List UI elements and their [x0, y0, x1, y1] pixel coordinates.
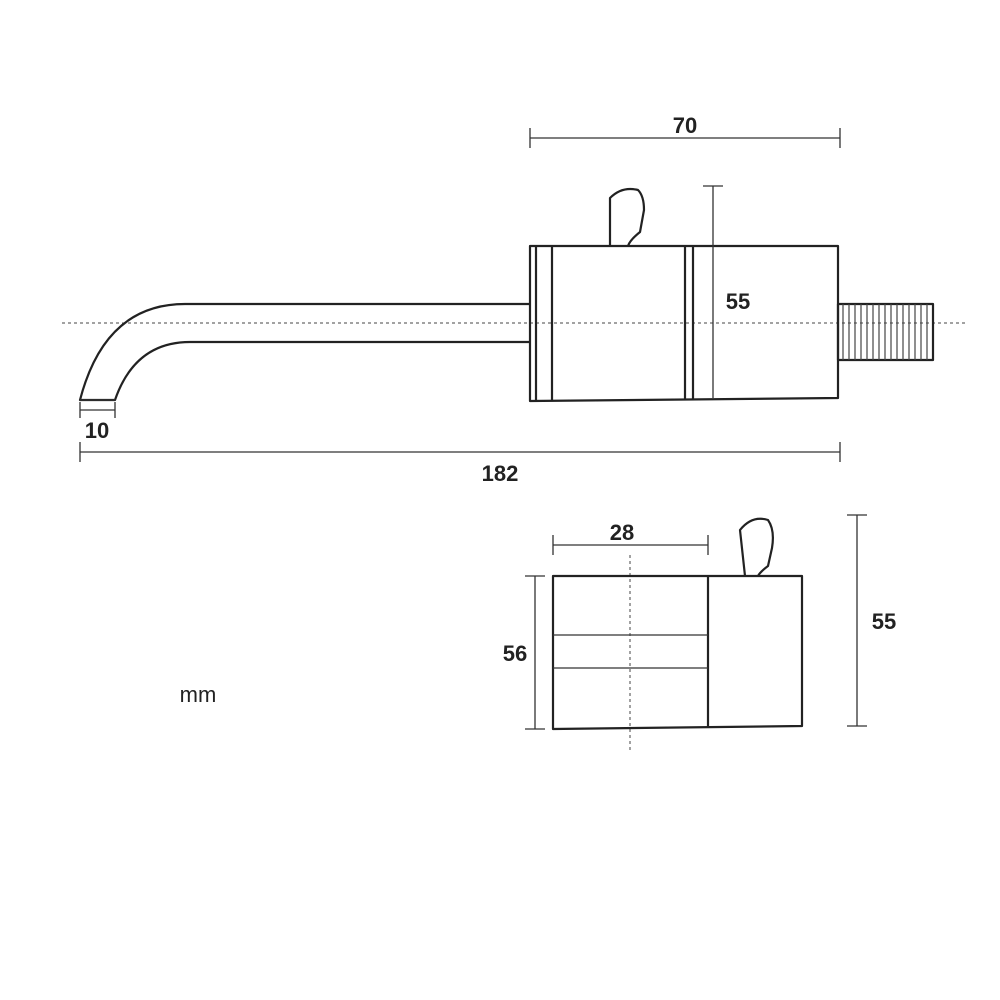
- front-view: 70 55 10 182: [62, 113, 968, 486]
- label-spout-tip: 10: [85, 418, 109, 443]
- side-view: 28 56 55: [503, 514, 896, 752]
- dimension-overall-length: 182: [79, 442, 841, 486]
- side-body-outline: [551, 574, 804, 731]
- dimension-side-height-right: 55: [847, 514, 896, 727]
- label-overall-length: 182: [482, 461, 519, 486]
- label-side-height-left: 56: [503, 641, 527, 666]
- label-body-height: 55: [726, 289, 750, 314]
- dimension-side-height-left: 56: [503, 575, 545, 730]
- label-side-height-right: 55: [872, 609, 896, 634]
- spout-outline: [78, 302, 530, 402]
- label-body-width: 70: [673, 113, 697, 138]
- label-side-depth: 28: [610, 520, 634, 545]
- dimension-body-height: 55: [703, 185, 750, 398]
- dimension-side-depth: 28: [552, 520, 709, 555]
- dimension-spout-tip: 10: [79, 402, 116, 443]
- lever-handle: [608, 187, 646, 247]
- unit-label: mm: [180, 682, 217, 707]
- threaded-connector: [836, 302, 935, 362]
- body-outline: [528, 244, 840, 403]
- side-lever-handle: [738, 517, 774, 577]
- dimension-body-width: 70: [529, 113, 841, 148]
